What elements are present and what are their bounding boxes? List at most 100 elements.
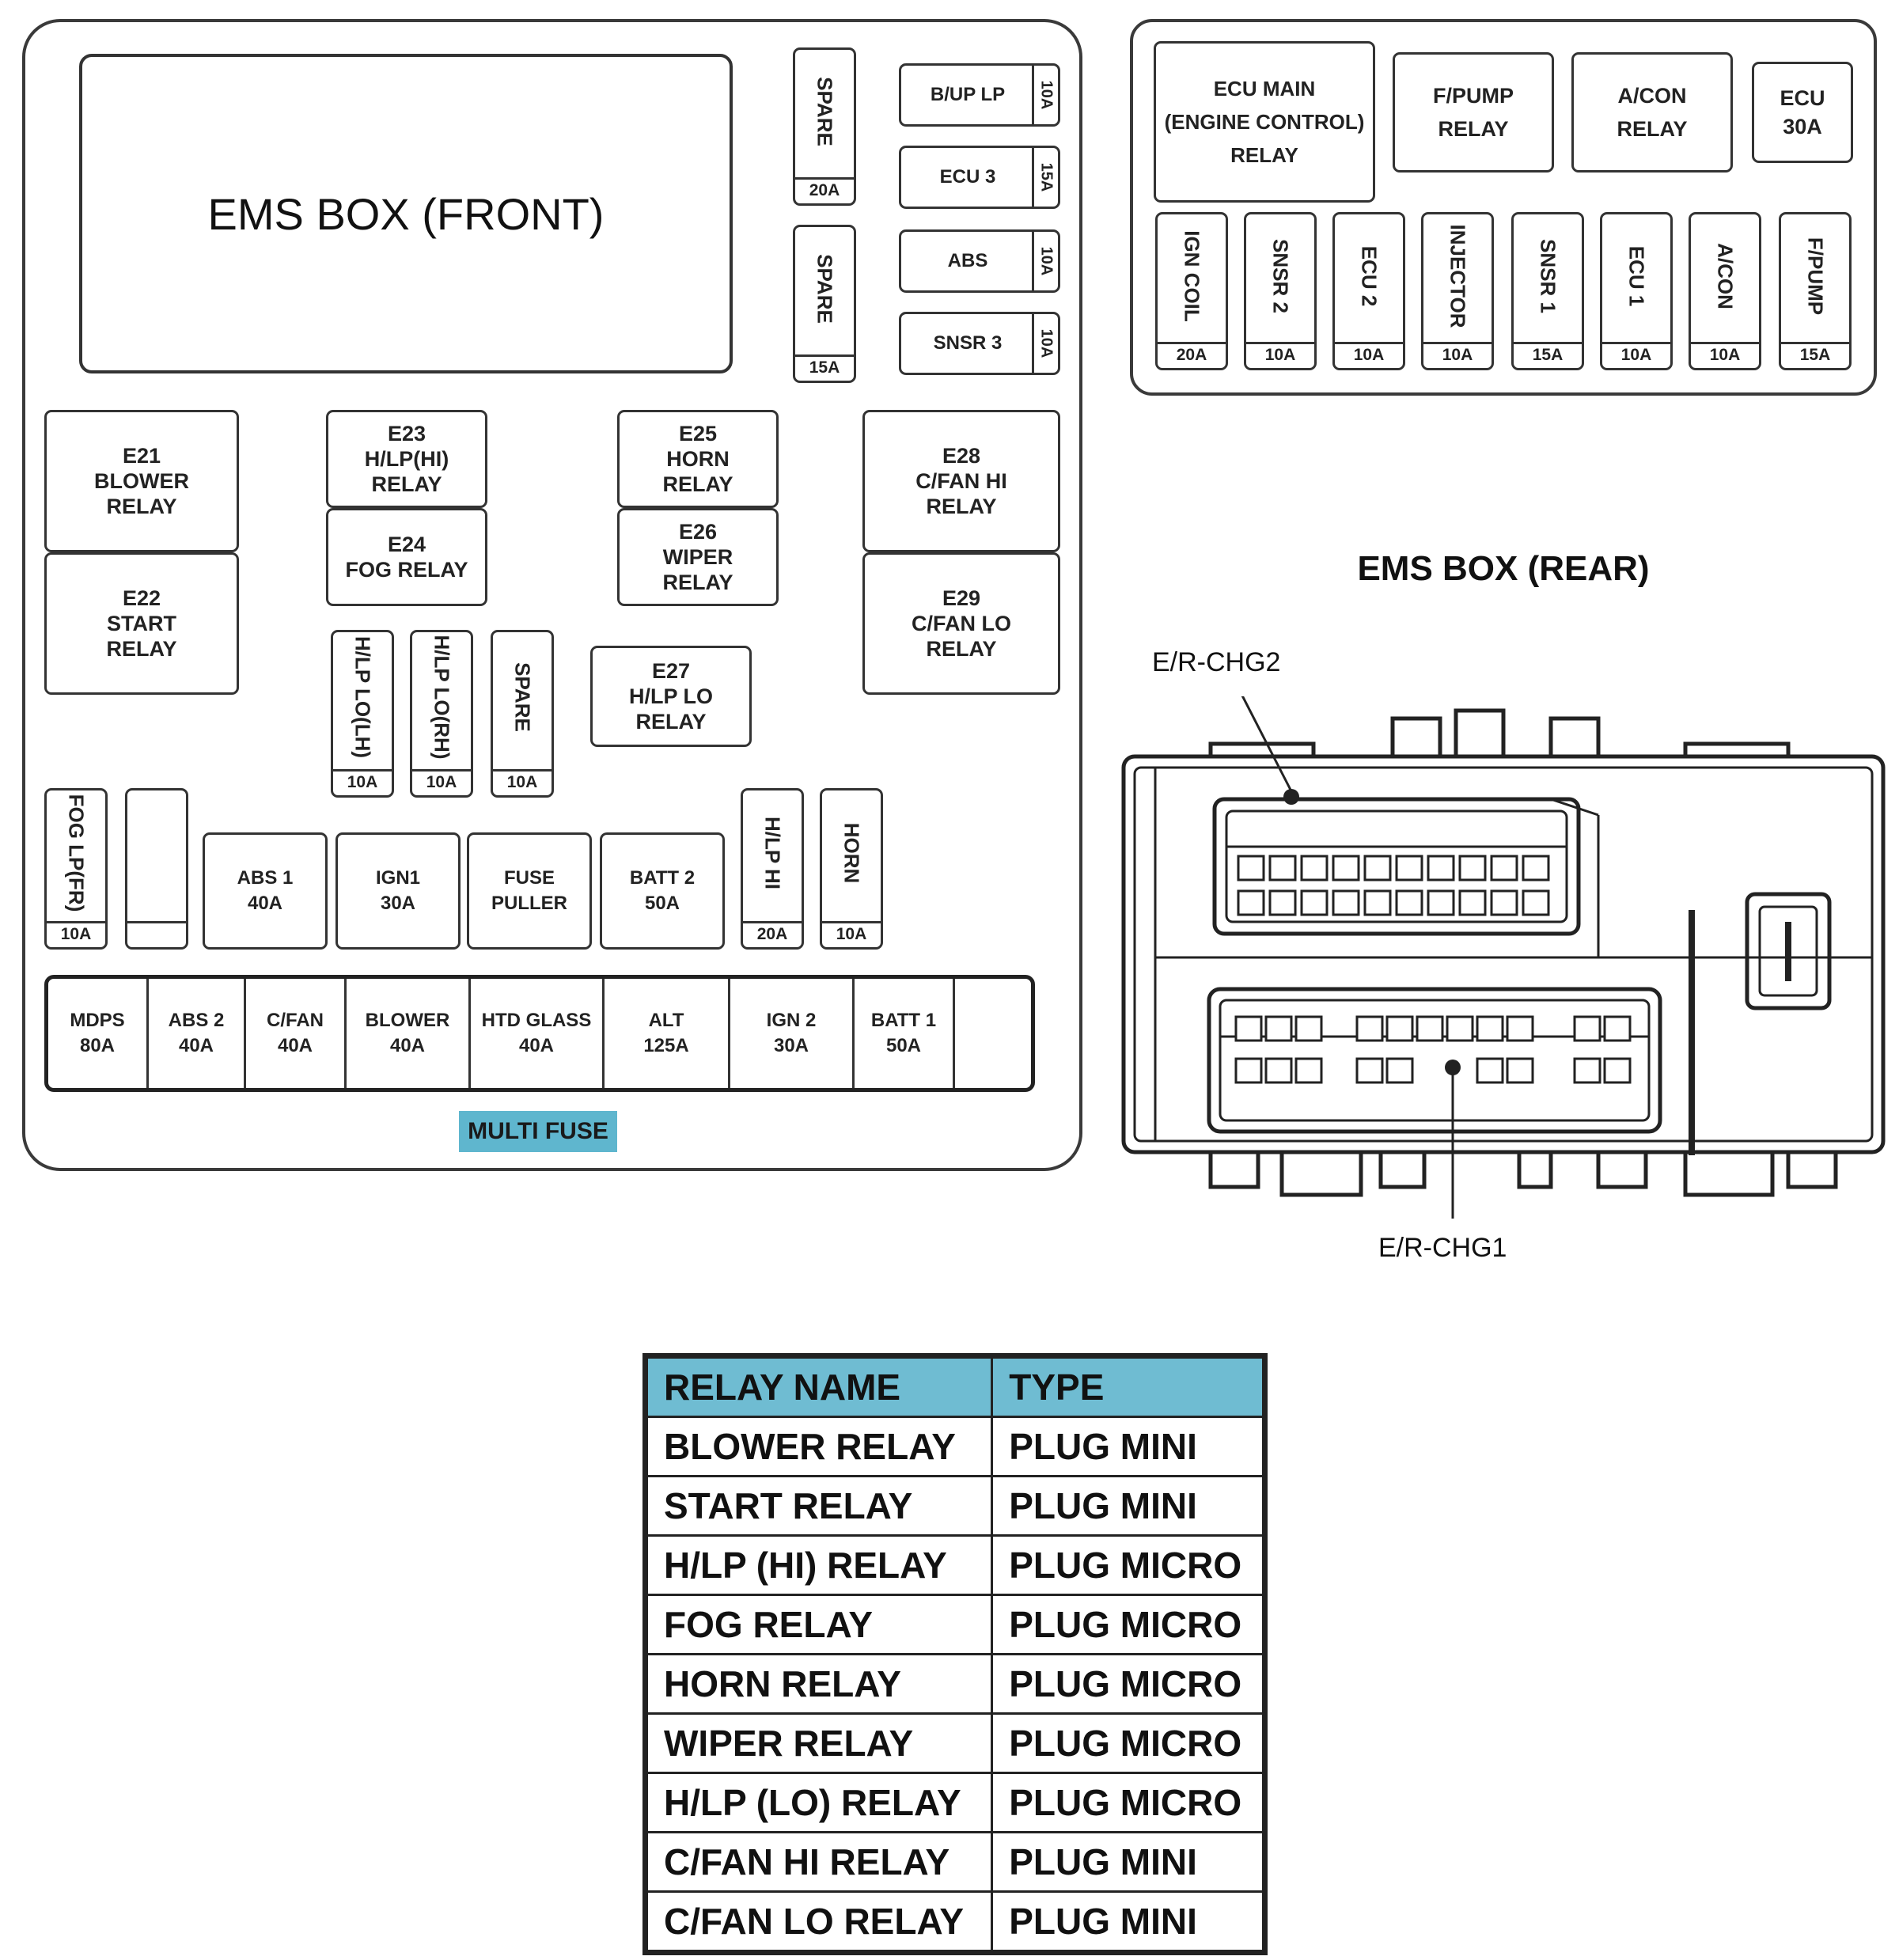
fuse-name: H/LP LO(LH): [351, 636, 375, 759]
hlp-lo-lh-fuse: H/LP LO(LH) 10A: [331, 630, 394, 798]
relay-name-cell: H/LP (HI) RELAY: [645, 1534, 994, 1596]
relay-name-cell: HORN RELAY: [645, 1653, 994, 1715]
fuse-name: H/LP HI: [760, 817, 785, 890]
multi-fuse-cell: MDPS 80A: [48, 979, 149, 1088]
fuse-name: SNSR 2: [1268, 238, 1293, 313]
table-row: C/FAN LO RELAY PLUG MINI: [645, 1890, 1264, 1952]
fuse-label: ABS 1 40A: [237, 867, 294, 914]
fuse-name: INJECTOR: [1446, 224, 1470, 328]
fuse-puller: FUSE PULLER: [467, 832, 592, 950]
fuse-label: IGN1 30A: [375, 867, 420, 914]
fpump-fuse: F/PUMP 15A: [1779, 212, 1852, 370]
fuse-name: FOG LP(FR): [64, 794, 89, 912]
e22-start-relay: E22 START RELAY: [44, 552, 239, 695]
relay-name-cell: BLOWER RELAY: [645, 1416, 994, 1477]
fuse-amp: 20A: [795, 177, 854, 203]
ecu3-fuse: ECU 3 15A: [899, 146, 1060, 209]
table-row: START RELAY PLUG MINI: [645, 1475, 1264, 1537]
ign-coil-fuse: IGN COIL 20A: [1155, 212, 1228, 370]
multi-fuse-cell: IGN 2 30A: [730, 979, 855, 1088]
abs1-fuse: ABS 1 40A: [203, 832, 328, 950]
e27-hlp-lo-relay: E27 H/LP LO RELAY: [590, 646, 752, 747]
multi-fuse-cell: BATT 1 50A: [855, 979, 955, 1088]
fuse-amp: 10A: [1602, 342, 1670, 368]
relay-label: E27 H/LP LO RELAY: [628, 659, 713, 734]
multi-fuse-cell-empty: [955, 979, 1031, 1088]
fuse-name: SNSR 3: [933, 332, 1003, 354]
relay-label: E26 WIPER RELAY: [662, 520, 733, 594]
spare-10a-fuse: SPARE 10A: [491, 630, 554, 798]
fog-lp-fr-fuse: FOG LP(FR) 10A: [44, 788, 108, 950]
relay-label: E25 HORN RELAY: [662, 422, 733, 496]
er-chg1-label: E/R-CHG1: [1378, 1233, 1507, 1263]
ecu-30a-fuse: ECU 30A: [1752, 62, 1853, 163]
fuse-amp: 10A: [412, 769, 471, 795]
table-row: HORN RELAY PLUG MICRO: [645, 1653, 1264, 1715]
table-row: FOG RELAY PLUG MICRO: [645, 1594, 1264, 1655]
relay-type-cell: PLUG MINI: [991, 1831, 1264, 1893]
relay-type-cell: PLUG MICRO: [991, 1534, 1264, 1596]
column-header-type: TYPE: [991, 1356, 1264, 1418]
relay-label: F/PUMP RELAY: [1432, 84, 1514, 141]
ems-box-rear-title: EMS BOX (REAR): [1357, 549, 1650, 588]
fuse-amp: 10A: [333, 769, 392, 795]
table-row: H/LP (LO) RELAY PLUG MICRO: [645, 1772, 1264, 1833]
fuse-name: SPARE: [813, 253, 837, 324]
fuse-name: ABS: [947, 250, 988, 271]
relay-label: E21 BLOWER RELAY: [94, 444, 189, 518]
fuse-amp: 10A: [47, 921, 105, 947]
fuse-amp: 20A: [1158, 342, 1226, 368]
fuse-name: H/LP LO(RH): [430, 635, 454, 760]
relay-label: ECU MAIN (ENGINE CONTROL) RELAY: [1164, 77, 1365, 167]
ecu2-fuse: ECU 2 10A: [1332, 212, 1405, 370]
e29-cfan-lo-relay: E29 C/FAN LO RELAY: [862, 552, 1060, 695]
relay-type-cell: PLUG MICRO: [991, 1653, 1264, 1715]
relay-label: E28 C/FAN HI RELAY: [915, 444, 1007, 518]
fuse-amp-empty: [127, 921, 186, 947]
fuse-name: IGN COIL: [1180, 229, 1204, 322]
snsr1-fuse: SNSR 1 15A: [1511, 212, 1584, 370]
e21-blower-relay: E21 BLOWER RELAY: [44, 410, 239, 552]
fuse-amp: 10A: [1335, 342, 1403, 368]
fuse-amp: 10A: [1037, 80, 1056, 110]
fuse-amp: 10A: [1037, 246, 1056, 276]
snsr3-fuse: SNSR 3 10A: [899, 312, 1060, 375]
relay-name-cell: WIPER RELAY: [645, 1712, 994, 1774]
relay-name-cell: C/FAN LO RELAY: [645, 1890, 994, 1952]
table-row: H/LP (HI) RELAY PLUG MICRO: [645, 1534, 1264, 1596]
abs-fuse: ABS 10A: [899, 229, 1060, 293]
e23-hlp-hi-relay: E23 H/LP(HI) RELAY: [326, 410, 487, 508]
fuse-label: ECU 30A: [1780, 86, 1825, 138]
table-row: BLOWER RELAY PLUG MINI: [645, 1416, 1264, 1477]
relay-type-table: RELAY NAME TYPE BLOWER RELAY PLUG MINI S…: [645, 1356, 1264, 1952]
injector-fuse: INJECTOR 10A: [1421, 212, 1494, 370]
fuse-name: F/PUMP: [1803, 237, 1828, 315]
relay-name-cell: C/FAN HI RELAY: [645, 1831, 994, 1893]
fuse-name: HORN: [840, 822, 864, 884]
relay-name-cell: FOG RELAY: [645, 1594, 994, 1655]
fuse-amp: 15A: [1781, 342, 1849, 368]
ecu-main-relay: ECU MAIN (ENGINE CONTROL) RELAY: [1154, 41, 1375, 203]
fpump-relay: F/PUMP RELAY: [1393, 52, 1554, 172]
multi-fuse-cell: ABS 2 40A: [149, 979, 246, 1088]
fuse-name: SPARE: [510, 662, 535, 733]
fuse-name: ECU 2: [1357, 245, 1382, 306]
fuse-name: ECU 1: [1624, 245, 1649, 306]
relay-type-cell: PLUG MICRO: [991, 1772, 1264, 1833]
ign1-fuse: IGN1 30A: [335, 832, 461, 950]
relay-type-cell: PLUG MICRO: [991, 1594, 1264, 1655]
relay-type-table-wrap: RELAY NAME TYPE BLOWER RELAY PLUG MINI S…: [642, 1353, 1268, 1955]
fuse-amp: 10A: [822, 921, 881, 947]
acon-relay: A/CON RELAY: [1571, 52, 1733, 172]
relay-label: E29 C/FAN LO RELAY: [912, 586, 1011, 661]
multi-fuse-cell: BLOWER 40A: [347, 979, 471, 1088]
multi-fuse-cell: ALT 125A: [605, 979, 730, 1088]
relay-type-cell: PLUG MINI: [991, 1890, 1264, 1952]
multi-fuse-cell: HTD GLASS 40A: [471, 979, 605, 1088]
fuse-amp: 10A: [1246, 342, 1314, 368]
relay-label: A/CON RELAY: [1617, 84, 1688, 141]
fuse-name: ECU 3: [939, 166, 996, 188]
ecu1-fuse: ECU 1 10A: [1600, 212, 1673, 370]
empty-fuse-slot: [125, 788, 188, 950]
fuse-amp: 20A: [743, 921, 802, 947]
